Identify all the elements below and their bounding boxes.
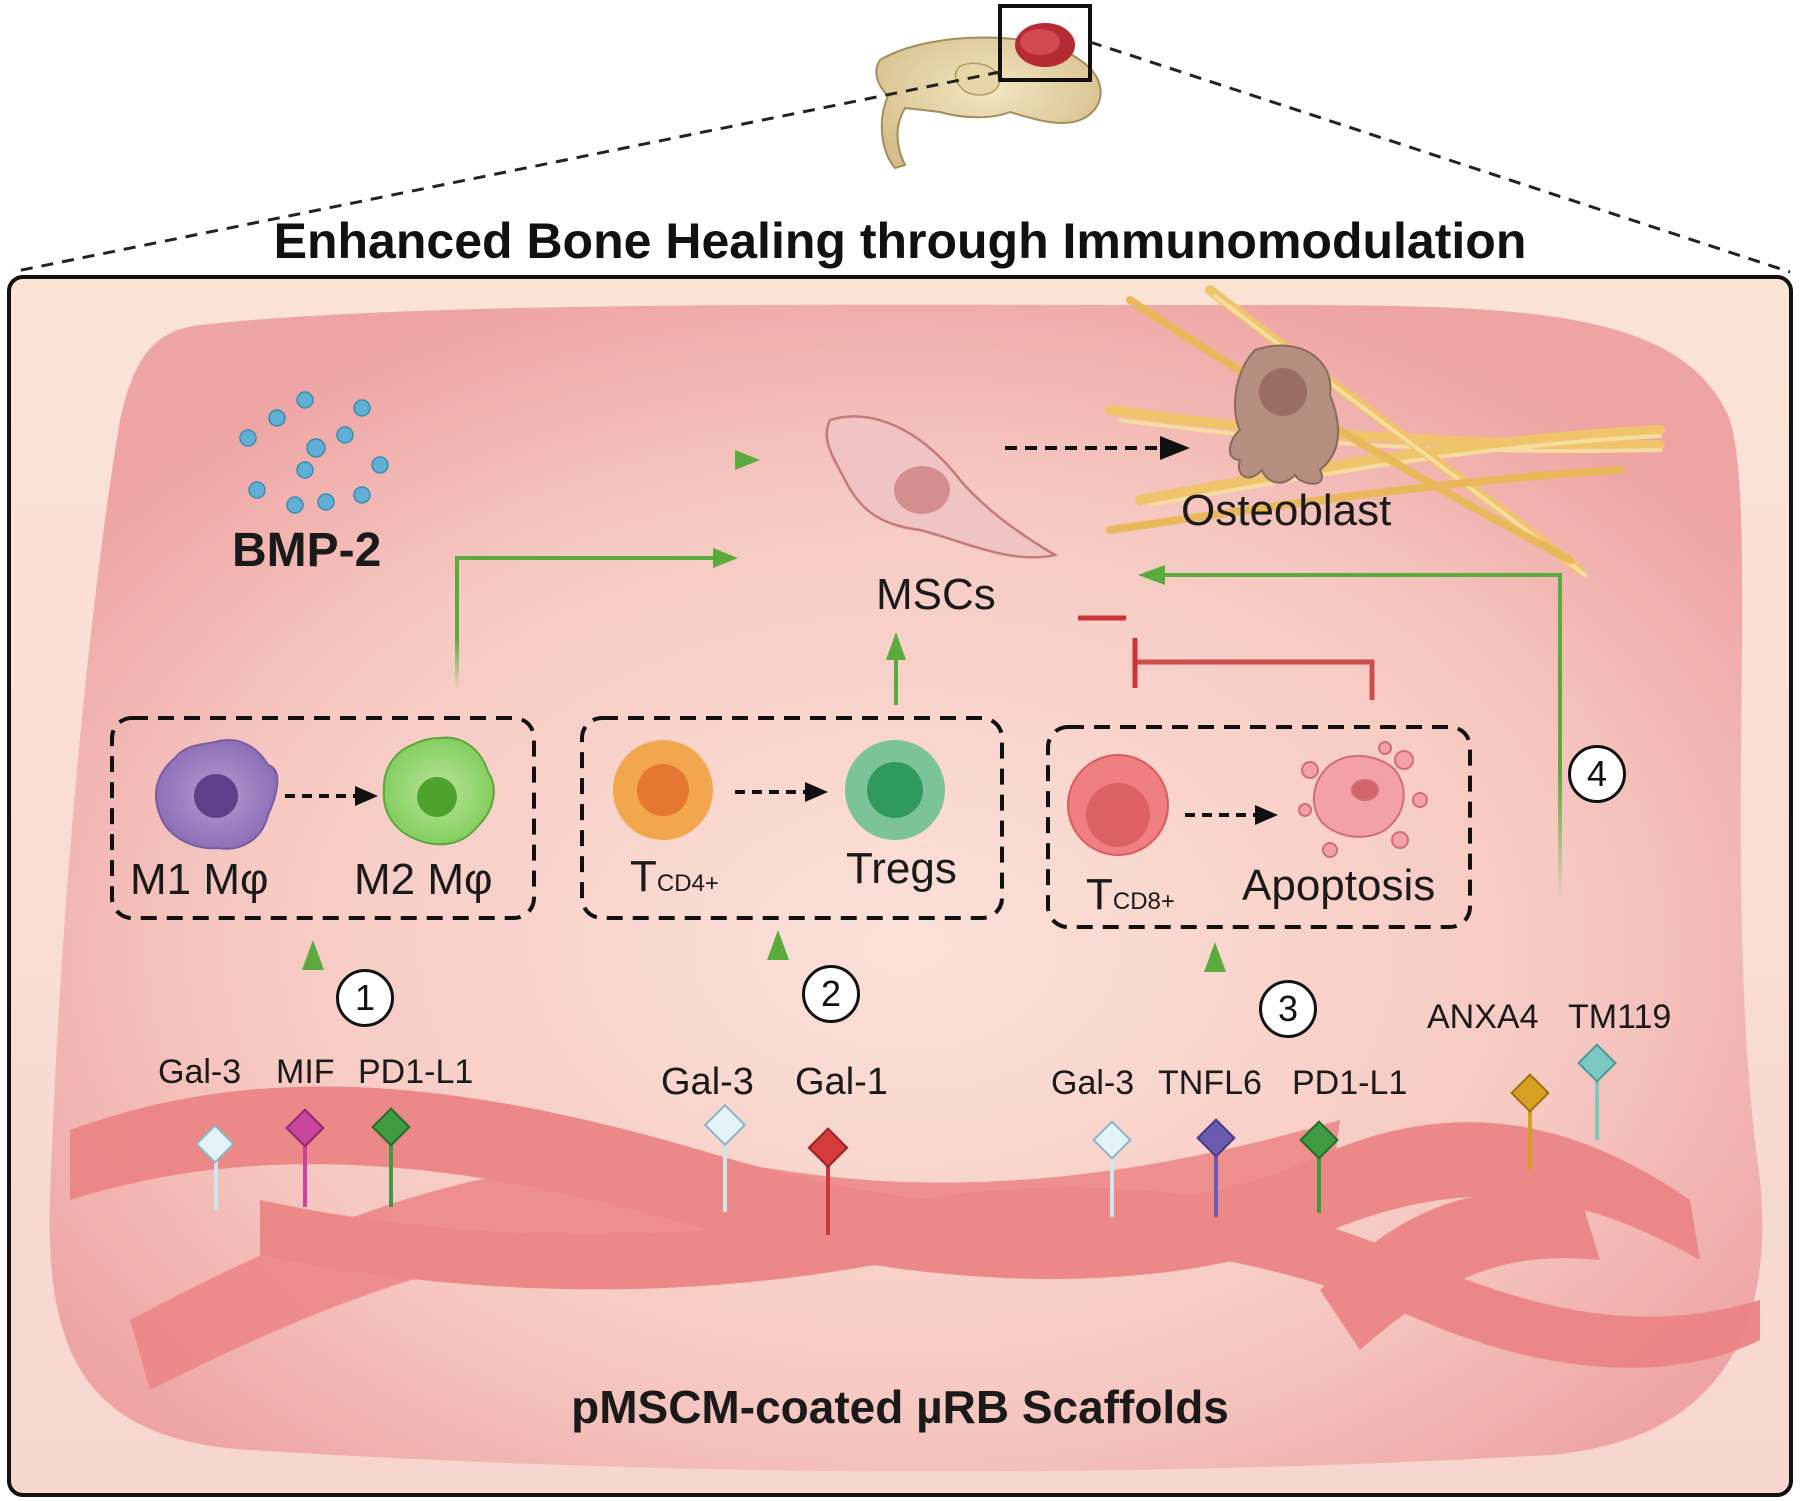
factor-label: Gal-3 xyxy=(158,1053,242,1091)
arrow-m2-to-msc xyxy=(455,556,715,690)
collagen-fibers xyxy=(1105,285,1665,578)
bmp2-particles-icon xyxy=(239,391,389,514)
mif-marker-icon xyxy=(285,1108,325,1207)
box-tcell xyxy=(580,716,1004,920)
factor-label: Gal-3 xyxy=(1051,1064,1135,1102)
defect-icon xyxy=(1015,23,1075,67)
factor-label: Gal-3 xyxy=(661,1061,754,1103)
factor-label: MIF xyxy=(276,1053,335,1091)
arrow-pathway4-to-msc xyxy=(1165,573,1562,900)
tm119-marker-icon xyxy=(1577,1043,1617,1140)
inhibit-apoptosis-to-msc xyxy=(1135,659,1375,700)
cd4-tcell-icon xyxy=(613,740,713,840)
zoom-line-right xyxy=(1089,40,1791,274)
gal3-marker-icon xyxy=(1092,1120,1132,1217)
gal1-marker-icon xyxy=(807,1127,849,1235)
arrow-msc-to-osteoblast-head xyxy=(1160,436,1190,460)
arrow-cd4-to-treg-head xyxy=(805,782,828,802)
arrow-m1-to-m2-head xyxy=(355,786,378,806)
pdl1-marker-icon xyxy=(371,1107,411,1207)
cd4-tcell-label-main: T xyxy=(630,852,657,901)
m1-macrophage-icon xyxy=(155,739,279,850)
factor-label: Gal-1 xyxy=(795,1061,888,1103)
osteoblast-label: Osteoblast xyxy=(1181,486,1392,535)
cd8-tcell-label: TCD8+ xyxy=(1086,873,1175,917)
cd8-tcell-icon xyxy=(1067,754,1169,856)
arrow-factors2-up-head xyxy=(767,930,789,960)
cd8-tcell-label-main: T xyxy=(1086,870,1113,919)
scaffold-ribbons xyxy=(70,1086,1760,1390)
zoom-line-left xyxy=(11,70,1001,274)
gal3-marker-icon xyxy=(703,1103,747,1212)
arrow-pathway4-to-msc-head xyxy=(1138,565,1165,585)
tregs-label: Tregs xyxy=(846,844,957,893)
box-macrophage xyxy=(110,716,536,920)
scaffold-label: pMSCM-coated µRB Scaffolds xyxy=(571,1381,1229,1433)
factor-label: TM119 xyxy=(1568,998,1672,1036)
box-cd8 xyxy=(1046,725,1472,929)
pathway-number-1: 1 xyxy=(336,969,394,1027)
msc-cell-icon xyxy=(825,415,1059,559)
pathway-number-3: 3 xyxy=(1259,980,1317,1038)
m2-macrophage-icon xyxy=(382,736,495,846)
factor-label: TNFL6 xyxy=(1158,1064,1262,1102)
page-title: Enhanced Bone Healing through Immunomodu… xyxy=(273,213,1527,269)
factor-label: PD1-L1 xyxy=(1292,1064,1408,1102)
arrow-tregs-to-msc-head xyxy=(886,632,906,660)
pdl1-marker-icon xyxy=(1299,1120,1339,1213)
apoptosis-label: Apoptosis xyxy=(1242,861,1436,910)
m1-macrophage-label: M1 Mφ xyxy=(130,855,269,904)
cd4-tcell-label-sub: CD4+ xyxy=(656,870,719,897)
pathway-number-4: 4 xyxy=(1568,745,1626,803)
arrow-factors3-up-head xyxy=(1204,942,1226,972)
factor-label: PD1-L1 xyxy=(358,1053,474,1091)
arrow-cd8-to-apoptosis-head xyxy=(1255,805,1278,825)
apoptosis-icon xyxy=(1298,741,1428,858)
cd4-tcell-label: TCD4+ xyxy=(630,855,719,899)
pathway-number-2: 2 xyxy=(802,965,860,1023)
cd8-tcell-label-sub: CD8+ xyxy=(1112,888,1175,915)
osteoblast-cell-icon xyxy=(1228,344,1340,485)
arrow-factors1-up-head xyxy=(302,940,324,970)
gal3-marker-icon xyxy=(195,1124,235,1210)
m2-macrophage-label: M2 Mφ xyxy=(354,855,493,904)
treg-cell-icon xyxy=(845,740,945,840)
arrow-m2-to-msc-head xyxy=(713,548,738,568)
factor-label: ANXA4 xyxy=(1427,998,1539,1036)
bmp2-label: BMP-2 xyxy=(232,524,382,577)
anxa4-marker-icon xyxy=(1510,1073,1550,1170)
arrow-bmp-to-msc-head xyxy=(735,450,760,470)
msc-label: MSCs xyxy=(876,570,996,619)
tnfl6-marker-icon xyxy=(1196,1118,1236,1217)
